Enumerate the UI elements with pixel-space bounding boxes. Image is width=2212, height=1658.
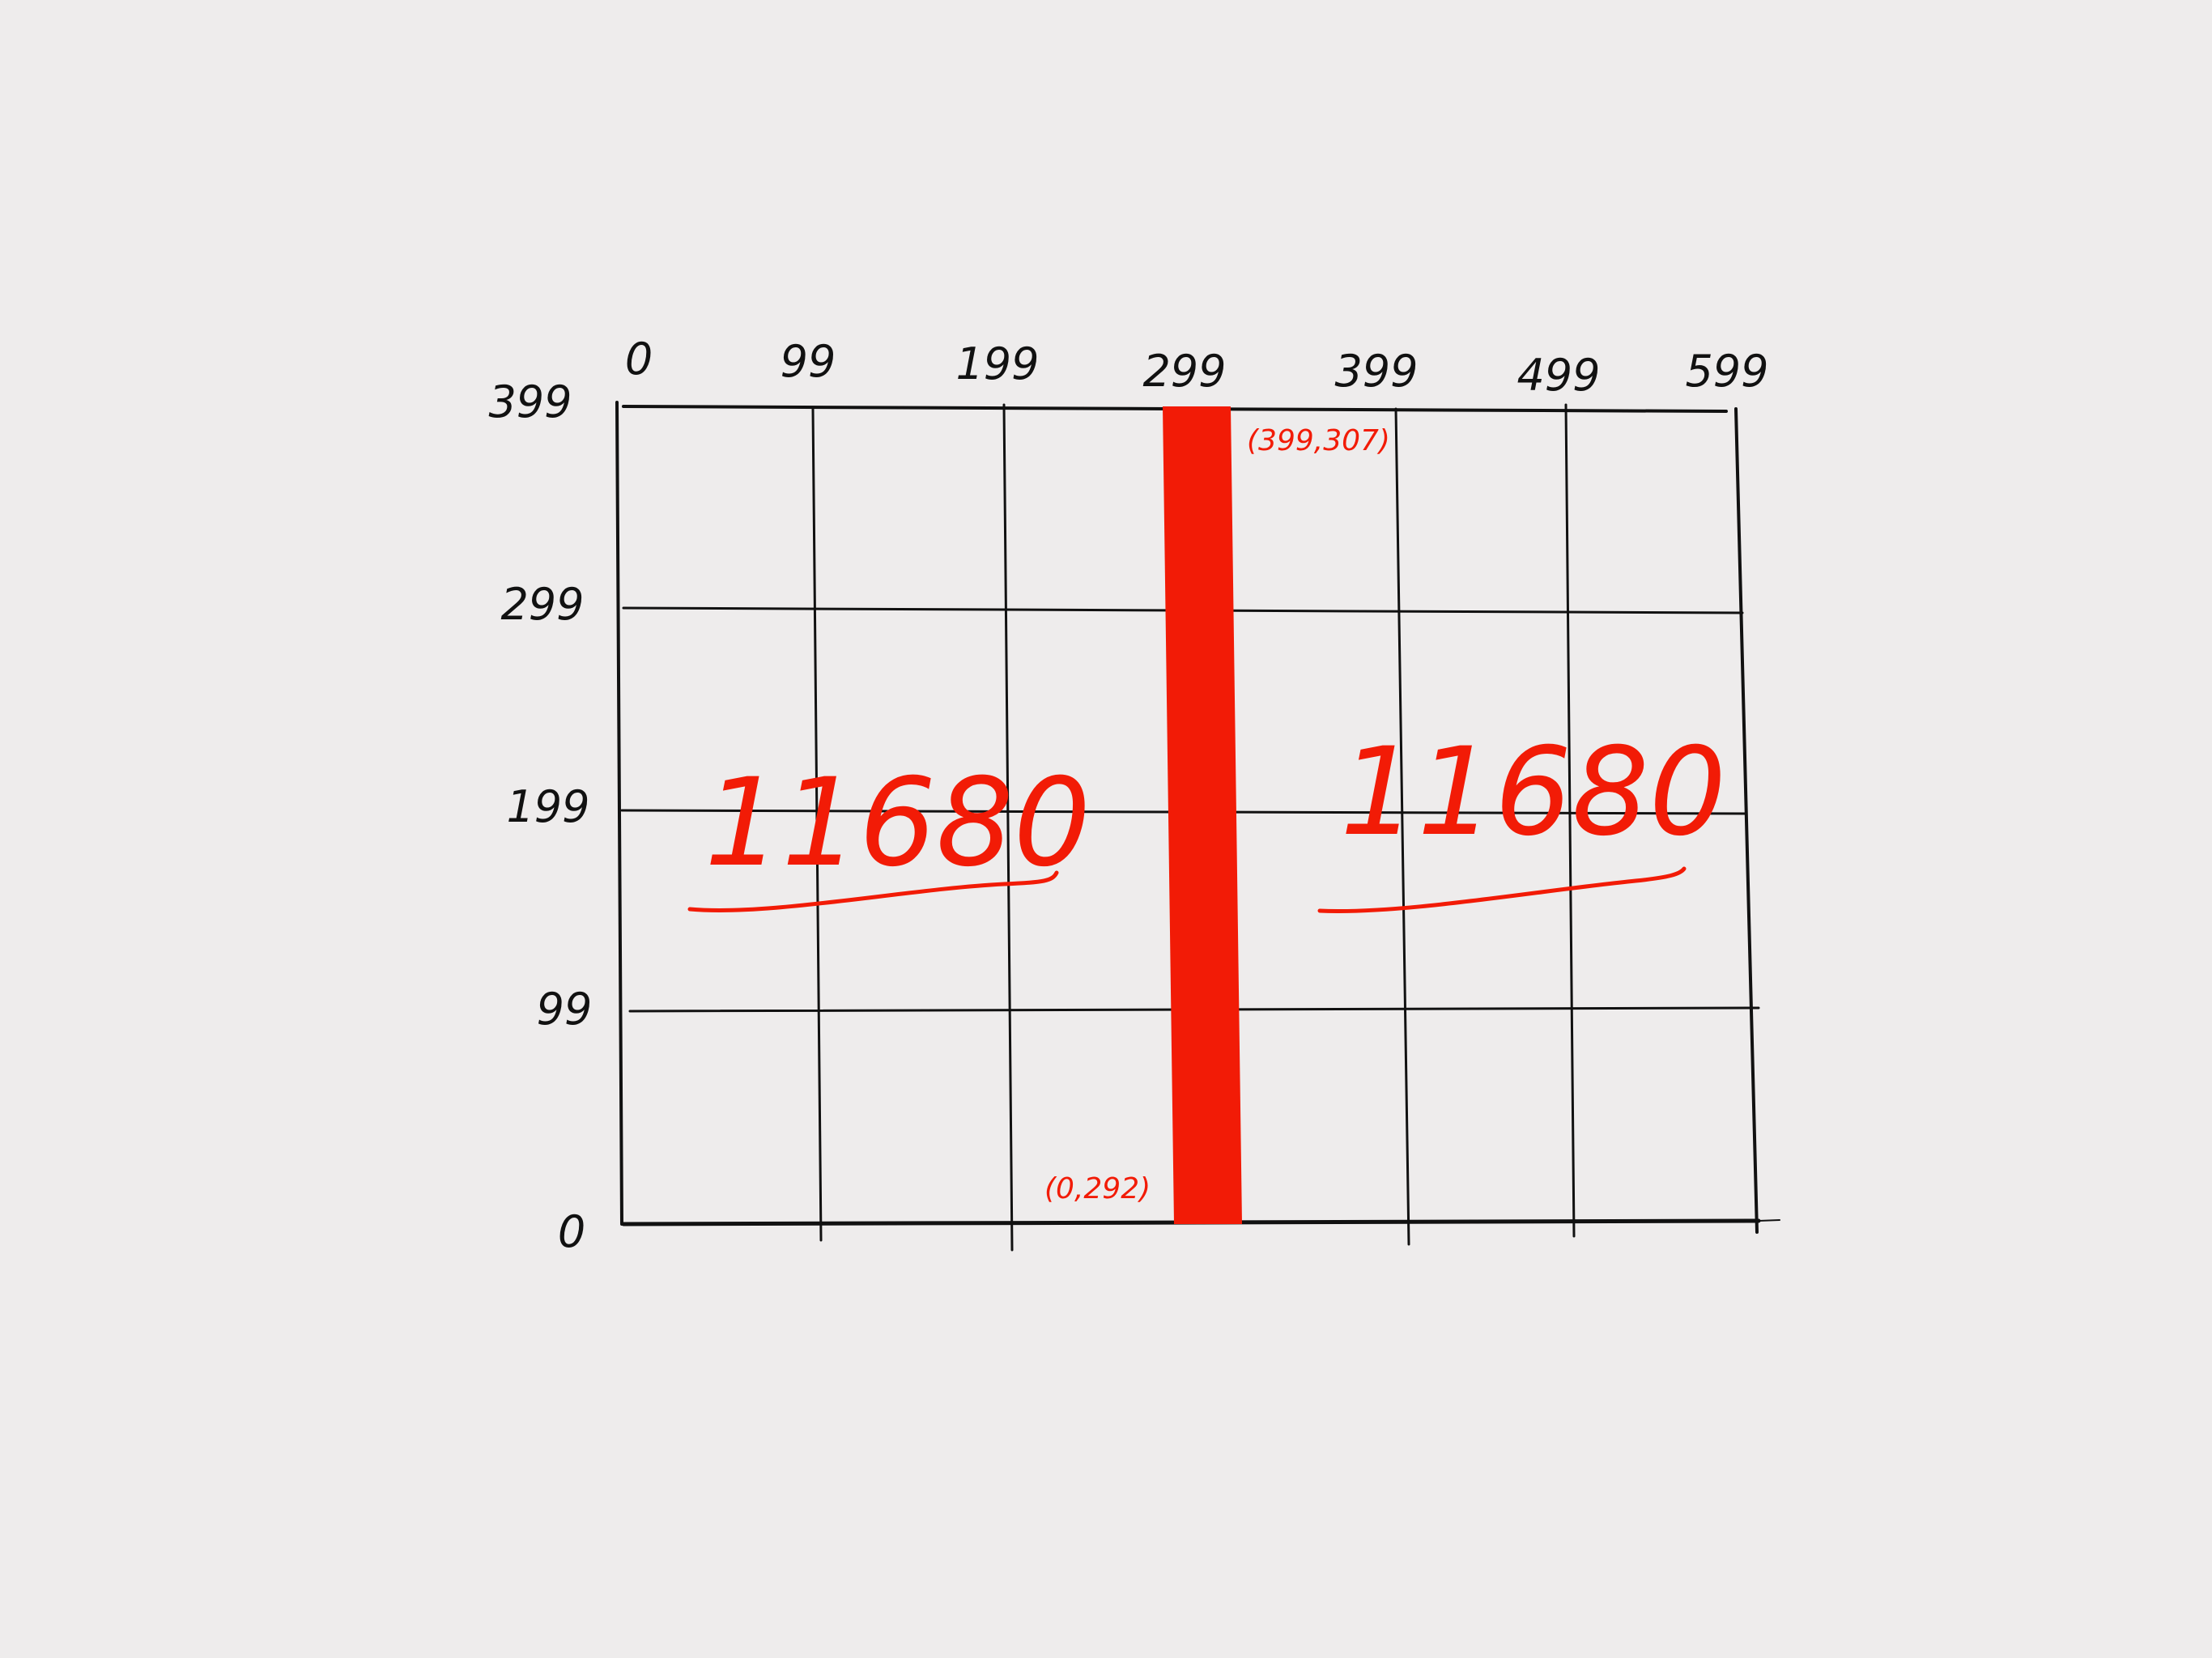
highlighted-band — [1163, 406, 1242, 1224]
y-axis-label-99: 99 — [537, 984, 593, 1035]
left-area-underline — [687, 870, 1059, 912]
grid-line-x-499 — [1564, 403, 1576, 1238]
grid-line-x-0 — [615, 401, 623, 1226]
y-axis-label-299: 299 — [500, 579, 584, 630]
x-axis-label-399: 399 — [1334, 346, 1418, 397]
x-axis-labels: 0 99 199 299 399 499 599 — [625, 334, 1769, 401]
grid-line-x-599 — [1734, 407, 1759, 1234]
x-axis-label-499: 499 — [1516, 350, 1600, 401]
grid-line-x-199 — [1002, 403, 1014, 1252]
x-axis-label-99: 99 — [781, 336, 836, 387]
grid-line-x-99 — [811, 407, 823, 1242]
right-area-label: 11680 — [1340, 722, 1726, 863]
y-axis-label-0: 0 — [558, 1206, 585, 1257]
y-axis-labels: 399 299 199 99 0 — [488, 376, 592, 1257]
x-axis-label-299: 299 — [1142, 346, 1226, 397]
grid-line-x-399 — [1394, 407, 1410, 1246]
right-area-underline — [1317, 866, 1687, 914]
band-bottom-left-label: (0,292) — [1044, 1172, 1151, 1205]
y-axis-label-399: 399 — [488, 376, 572, 427]
y-axis-label-199: 199 — [506, 781, 589, 832]
x-axis-label-0: 0 — [625, 334, 653, 385]
grid-line-y-0-tail — [1758, 1219, 1780, 1222]
band-top-right-label: (399,307) — [1247, 424, 1390, 457]
x-axis-label-599: 599 — [1685, 346, 1768, 397]
left-area-label: 11680 — [704, 753, 1091, 894]
x-axis-label-199: 199 — [955, 338, 1039, 389]
